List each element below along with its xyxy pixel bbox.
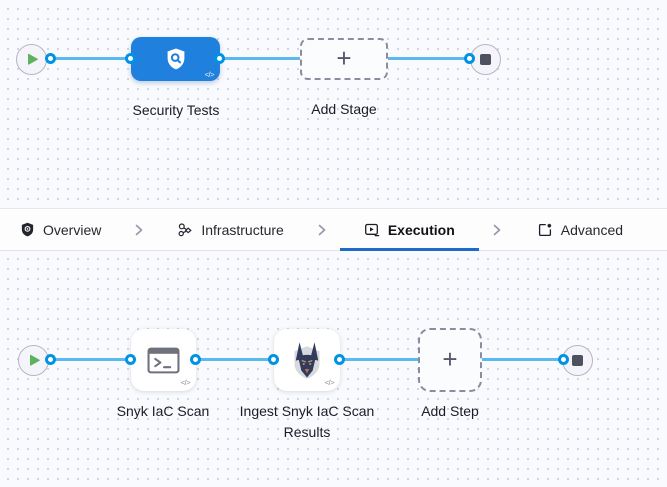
- tab-label: Overview: [43, 221, 102, 238]
- connector-point[interactable]: [190, 354, 201, 365]
- connector-point[interactable]: [45, 354, 56, 365]
- stage-label: Security Tests: [132, 102, 220, 118]
- code-toggle-icon[interactable]: </>: [204, 70, 215, 79]
- security-shield-search-icon: [167, 48, 184, 70]
- tab-label: Execution: [387, 221, 455, 238]
- tab-infrastructure[interactable]: Infrastructure: [157, 209, 303, 250]
- stage-start-node: [16, 44, 47, 75]
- connector-line: [480, 358, 564, 361]
- connector-point[interactable]: [464, 53, 475, 64]
- stop-icon: [572, 355, 583, 366]
- add-step-button[interactable]: +: [418, 328, 482, 392]
- tab-label: Advanced: [560, 221, 624, 238]
- connector-line: [338, 358, 422, 361]
- chevron-right-icon: [318, 224, 326, 236]
- connector-line: [218, 57, 304, 60]
- connector-point[interactable]: [125, 354, 136, 365]
- connector-line: [194, 358, 278, 361]
- tab-overview[interactable]: Overview: [0, 209, 121, 250]
- stage-security-tests[interactable]: </>: [131, 37, 220, 81]
- add-stage-label: Add Stage: [311, 101, 377, 117]
- connector-point[interactable]: [214, 53, 225, 64]
- connector-line: [50, 57, 135, 60]
- play-icon: [30, 354, 40, 366]
- add-stage-button[interactable]: +: [300, 38, 388, 80]
- connector-point[interactable]: [125, 53, 136, 64]
- tab-label: Infrastructure: [201, 221, 284, 238]
- tab-execution[interactable]: Execution: [339, 209, 479, 251]
- chevron-right-icon: [493, 224, 501, 236]
- play-icon: [28, 53, 38, 65]
- chevron-right-icon: [135, 224, 143, 236]
- step-label: Ingest Snyk IaC Scan Results: [239, 403, 375, 440]
- plus-icon: +: [336, 42, 352, 73]
- file-gear-icon: [538, 223, 552, 236]
- terminal-icon: [147, 347, 180, 373]
- cluster-icon: [178, 222, 193, 236]
- connector-point[interactable]: [558, 354, 569, 365]
- stage-config-tabbar: Overview Infrastructure Execution: [0, 208, 667, 251]
- plus-icon: +: [442, 343, 458, 374]
- connector-point[interactable]: [268, 354, 279, 365]
- connector-line: [51, 358, 135, 361]
- connector-point[interactable]: [45, 53, 56, 64]
- add-step-label: Add Step: [421, 403, 479, 419]
- connector-line: [386, 57, 470, 60]
- shield-gear-icon: [21, 222, 34, 237]
- step-ingest-snyk-results[interactable]: </>: [274, 329, 340, 391]
- connector-point[interactable]: [334, 354, 345, 365]
- step-snyk-iac-scan[interactable]: </>: [131, 329, 196, 391]
- tab-advanced[interactable]: Advanced: [515, 209, 645, 250]
- play-box-icon: [364, 223, 380, 236]
- step-label: Snyk IaC Scan: [116, 403, 210, 419]
- snyk-dog-icon: [294, 342, 320, 379]
- code-toggle-icon[interactable]: </>: [180, 378, 191, 387]
- stop-icon: [480, 54, 491, 65]
- code-toggle-icon[interactable]: </>: [324, 378, 335, 387]
